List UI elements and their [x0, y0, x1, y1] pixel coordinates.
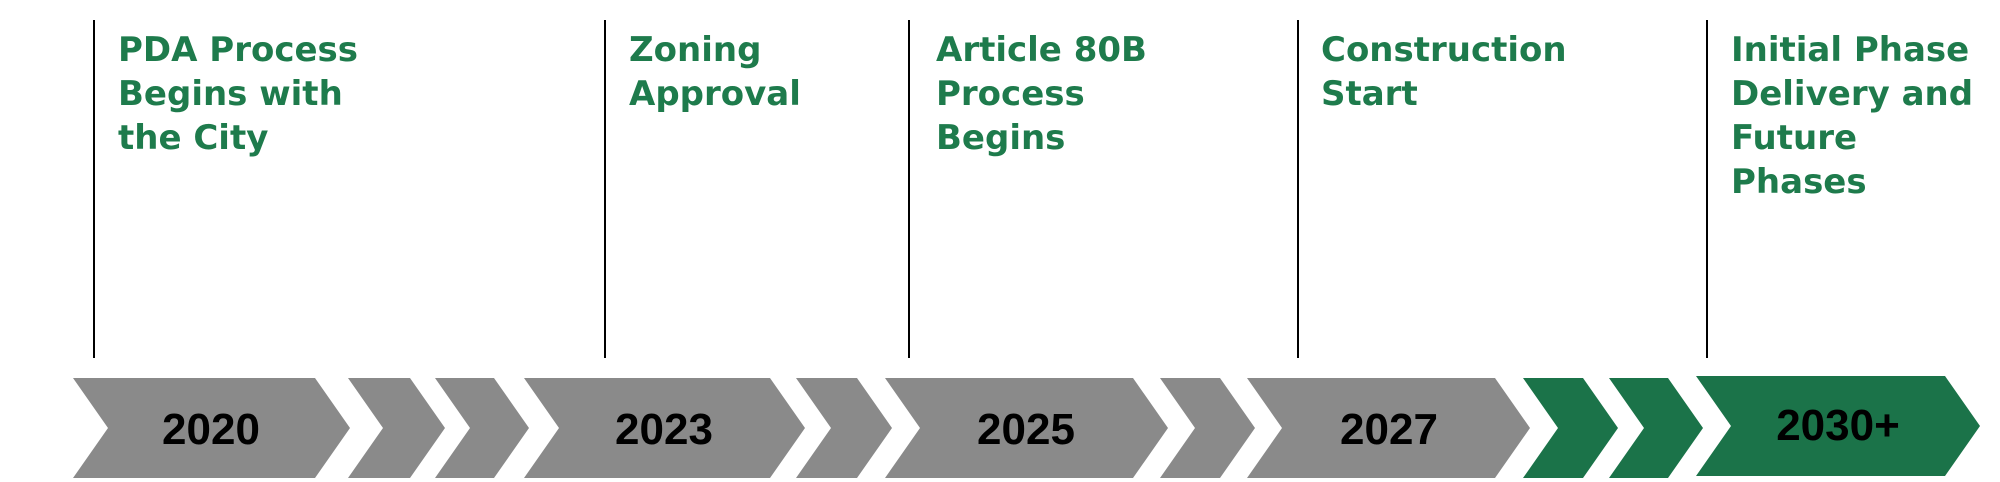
- chevron-small-gray-2: [435, 378, 529, 478]
- chevron-small-gray-1: [348, 378, 445, 478]
- chevron-2030-plus: [1696, 376, 1980, 476]
- year-label-2020: 2020: [162, 405, 260, 454]
- milestone-label-initial-phase: Initial Phase Delivery and Future Phases: [1731, 30, 1974, 202]
- chevron-small-gray-4: [1160, 378, 1255, 478]
- chevron-2025: [885, 378, 1168, 478]
- chevron-2027: [1247, 378, 1530, 478]
- year-label-2030-plus: 2030+: [1776, 401, 1900, 450]
- chevron-small-gray-3: [796, 378, 892, 478]
- year-label-2027: 2027: [1340, 405, 1438, 454]
- milestone-line-2020: [93, 20, 95, 358]
- year-label-2023: 2023: [615, 405, 713, 454]
- milestone-line-2025: [908, 20, 910, 358]
- milestone-line-2023: [604, 20, 606, 358]
- milestone-label-zoning-approval: Zoning Approval: [629, 30, 801, 114]
- chevron-2020: [73, 378, 350, 478]
- chevron-2023: [524, 378, 805, 478]
- year-label-2025: 2025: [977, 405, 1075, 454]
- milestone-label-construction-start: Construction Start: [1321, 30, 1567, 114]
- milestone-line-2030: [1706, 20, 1708, 358]
- milestone-label-article-80b: Article 80B Process Begins: [936, 30, 1147, 158]
- milestone-line-2027: [1297, 20, 1299, 358]
- milestone-label-pda-process: PDA Process Begins with the City: [118, 30, 359, 158]
- chevron-small-green-1: [1523, 378, 1618, 478]
- chevron-small-green-2: [1609, 378, 1703, 478]
